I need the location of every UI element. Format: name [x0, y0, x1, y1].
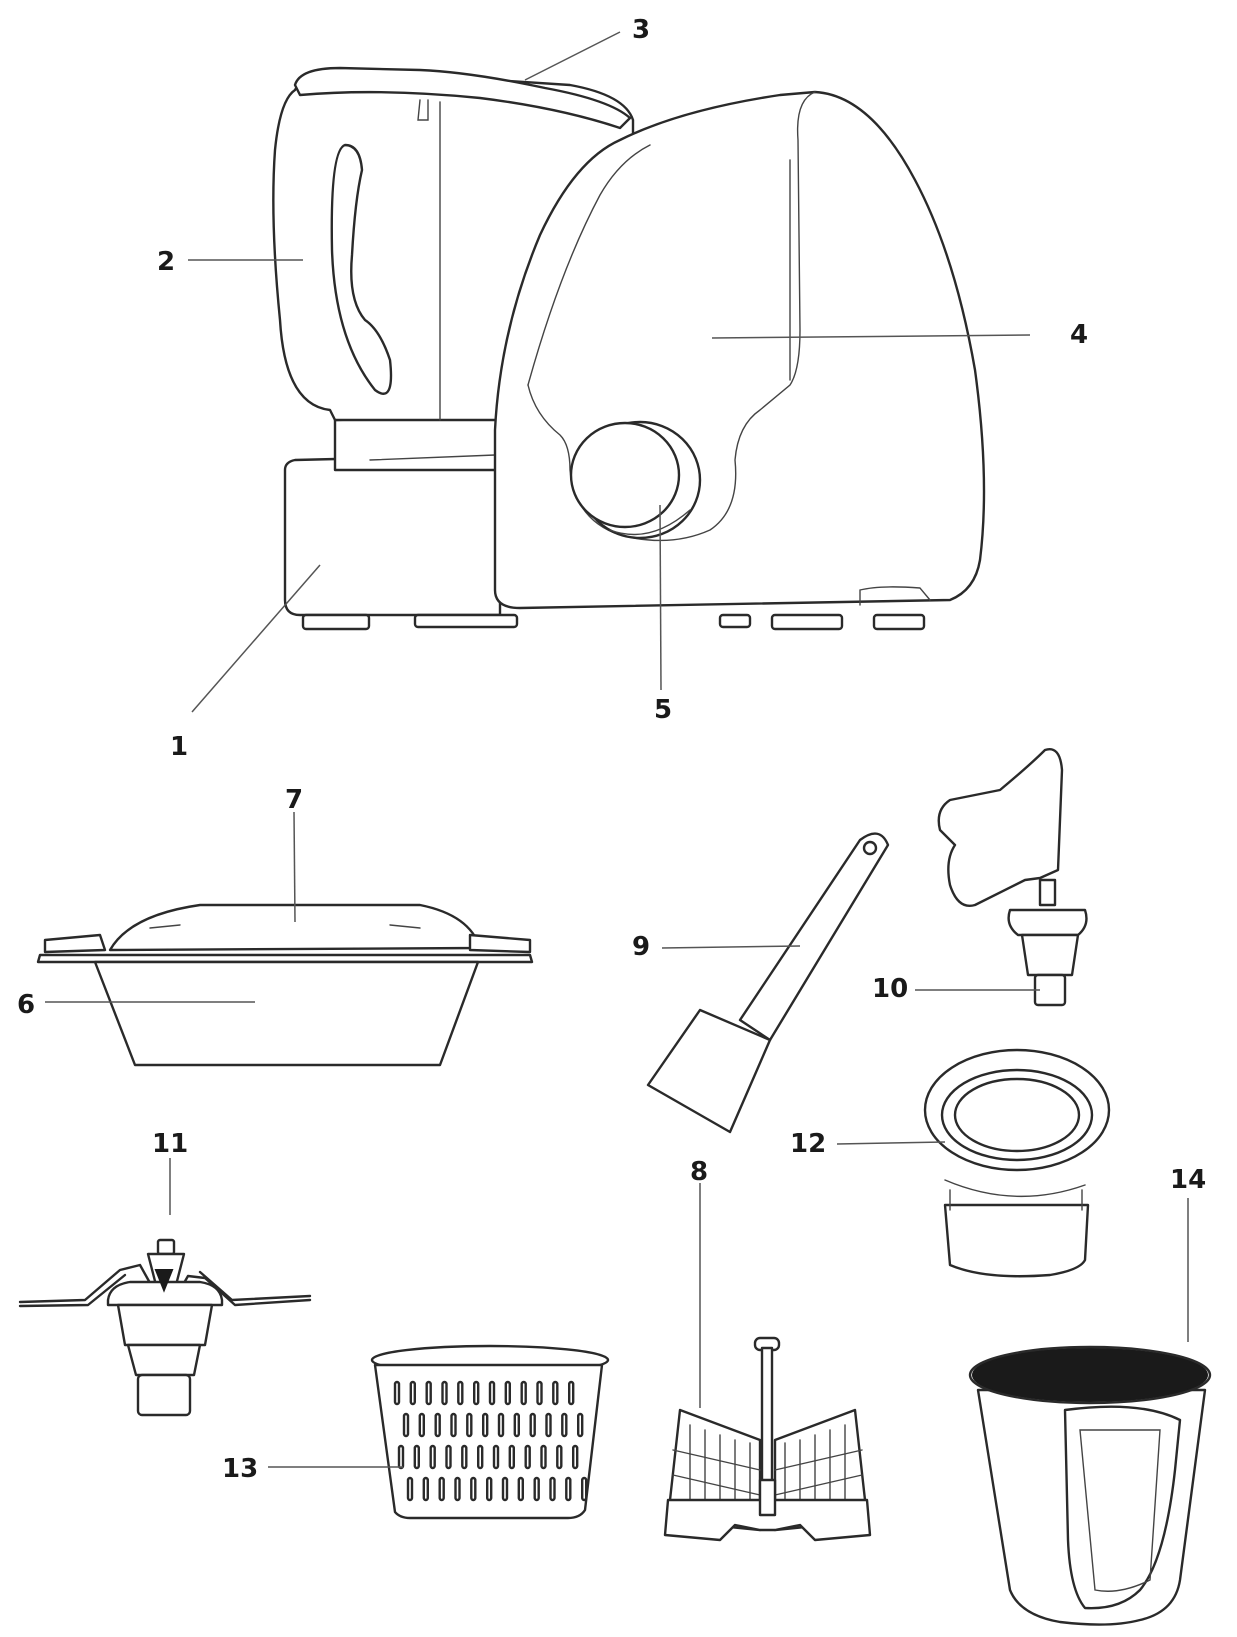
label-12: 12 — [790, 1129, 826, 1159]
jug-collar — [333, 413, 502, 472]
basket-slot — [540, 1444, 547, 1470]
basket-slot — [524, 1444, 531, 1470]
basket-slot — [450, 1412, 457, 1438]
basket-slot — [513, 1412, 520, 1438]
strainer-basket-drawing — [370, 1344, 610, 1520]
basket-slot — [536, 1380, 543, 1406]
basket-slot — [565, 1476, 572, 1502]
label-2: 2 — [157, 247, 175, 277]
label-14: 14 — [1170, 1165, 1206, 1195]
measuring-cup-drawing — [923, 1048, 1111, 1278]
basket-slot — [552, 1380, 559, 1406]
basket-slot — [473, 1380, 480, 1406]
basket-slot — [492, 1444, 500, 1470]
basket-slot — [441, 1380, 448, 1406]
basket-slot — [438, 1476, 445, 1502]
basket-slots — [393, 1380, 588, 1502]
basket-slot — [529, 1412, 536, 1438]
basket-slot — [581, 1476, 588, 1502]
basket-slot — [577, 1412, 584, 1438]
labels: 1 2 3 4 5 6 7 8 9 10 11 12 13 14 — [17, 15, 1206, 1484]
basket-slot — [429, 1444, 436, 1470]
basket-slot — [477, 1444, 484, 1470]
label-4: 4 — [1070, 320, 1088, 350]
label-8: 8 — [690, 1157, 708, 1187]
basket-slot — [457, 1380, 464, 1406]
steamer-drawing — [36, 903, 534, 1067]
label-9: 9 — [632, 932, 650, 962]
basket-slot — [482, 1412, 489, 1438]
speed-knob-drawing — [569, 420, 702, 540]
basket-slot — [488, 1380, 496, 1406]
basket-slot — [434, 1412, 441, 1438]
basket-slot — [572, 1444, 579, 1470]
lid-drawing — [293, 66, 632, 130]
basket-slot — [508, 1444, 515, 1470]
label-6: 6 — [17, 990, 35, 1020]
basket-slot — [520, 1380, 527, 1406]
butterfly-whisk-drawing — [663, 1336, 872, 1542]
basket-slot — [393, 1380, 401, 1406]
measuring-tool-drawing — [937, 748, 1088, 1007]
main-appliance — [272, 66, 986, 631]
jug-bowl-drawing — [968, 1345, 1212, 1626]
basket-slot — [545, 1412, 552, 1438]
label-13: 13 — [222, 1454, 258, 1484]
label-10: 10 — [872, 974, 908, 1004]
basket-slot — [422, 1476, 429, 1502]
basket-slot — [397, 1444, 405, 1470]
basket-slot — [533, 1476, 540, 1502]
basket-slot — [418, 1412, 425, 1438]
basket-slot — [561, 1412, 568, 1438]
basket-slot — [501, 1476, 509, 1502]
basket-slot — [549, 1476, 556, 1502]
label-11: 11 — [152, 1129, 188, 1159]
basket-slot — [470, 1476, 477, 1502]
label-7: 7 — [285, 785, 303, 815]
basket-slot — [402, 1412, 410, 1438]
spatula-drawing — [646, 832, 890, 1134]
basket-slot — [504, 1380, 511, 1406]
basket-slot — [454, 1476, 461, 1502]
basket-slot — [425, 1380, 432, 1406]
basket-slot — [486, 1476, 493, 1502]
base-unit-drawing — [283, 453, 926, 631]
basket-slot — [497, 1412, 505, 1438]
basket-slot — [556, 1444, 563, 1470]
basket-slot — [409, 1380, 416, 1406]
basket-slot — [517, 1476, 524, 1502]
label-1: 1 — [170, 732, 188, 762]
label-5: 5 — [654, 695, 672, 725]
basket-slot — [461, 1444, 468, 1470]
basket-slot — [445, 1444, 452, 1470]
leader-lines — [45, 31, 1189, 1468]
basket-slot — [466, 1412, 473, 1438]
basket-slot — [406, 1476, 414, 1502]
label-3: 3 — [632, 15, 650, 45]
blade-assembly-drawing — [18, 1238, 312, 1417]
basket-slot — [413, 1444, 420, 1470]
basket-slot — [568, 1380, 575, 1406]
